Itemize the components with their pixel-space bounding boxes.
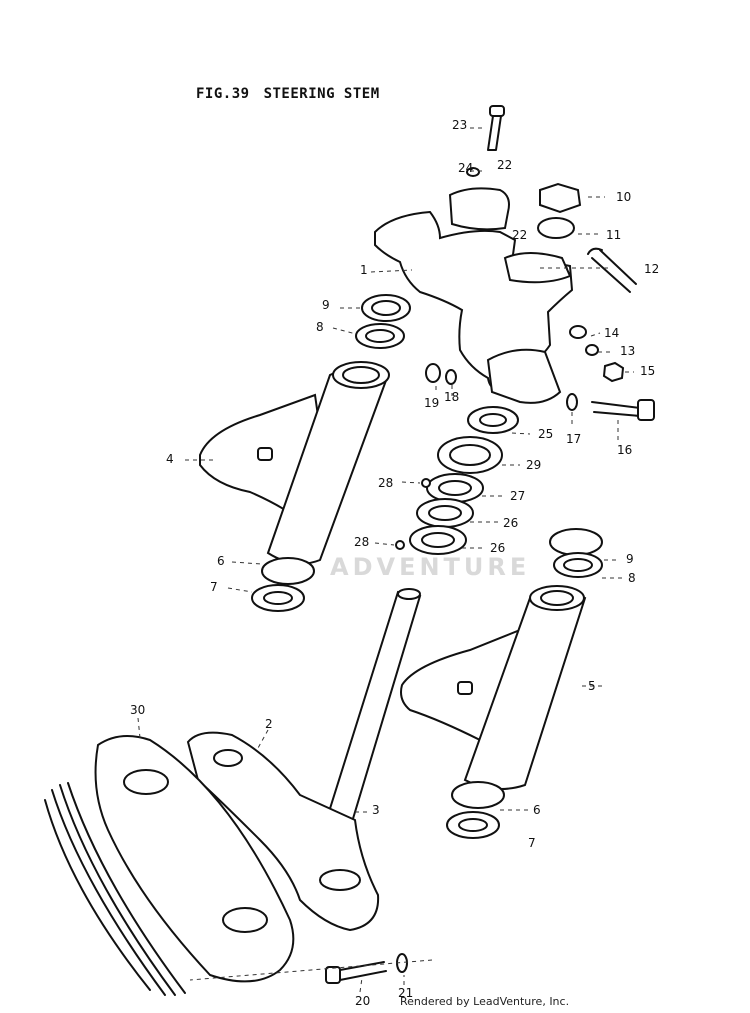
callout-7-left: 7 <box>210 580 218 594</box>
part-28-ball-lower <box>395 540 405 550</box>
part-8-bearing-right-inner <box>563 558 593 572</box>
callout-6-left: 6 <box>217 554 225 568</box>
callout-9-upper: 9 <box>322 298 330 312</box>
part-4-fork-bracket-left <box>199 361 390 565</box>
callout-16: 16 <box>617 443 633 457</box>
part-9-8-bearing-left <box>355 294 411 349</box>
callout-22-upper: 22 <box>497 158 513 172</box>
callout-22-lower: 22 <box>512 228 528 242</box>
part-17-washer <box>566 393 578 411</box>
callout-20: 20 <box>355 994 371 1008</box>
part-13-washer <box>585 344 599 356</box>
callout-12: 12 <box>644 262 660 276</box>
part-7-seal-left-inner <box>263 591 293 605</box>
part-30-plate <box>44 735 295 996</box>
part-8-bearing-right <box>553 552 603 578</box>
callout-26-lower: 26 <box>490 541 506 555</box>
part-20-bolt <box>325 961 387 984</box>
callout-19: 19 <box>424 396 440 410</box>
part-24-washer <box>466 167 480 177</box>
part-9-seal-right <box>549 528 603 556</box>
part-16-bolt <box>591 399 655 421</box>
callout-8-upper: 8 <box>316 320 324 334</box>
callout-27: 27 <box>510 489 526 503</box>
callout-8-right: 8 <box>628 571 636 585</box>
callout-24: 24 <box>458 161 474 175</box>
figure-caption: STEERING STEM <box>263 86 380 102</box>
part-2-3-steering-stem <box>186 588 422 932</box>
callout-1: 1 <box>360 263 368 277</box>
callout-6-right: 6 <box>533 803 541 817</box>
part-bracket-lower-clamp <box>486 348 562 404</box>
part-stack-nut-bearings <box>409 406 519 555</box>
part-23-bolt <box>487 105 505 151</box>
watermark: ADVENTURE <box>330 553 531 581</box>
callout-17: 17 <box>566 432 582 446</box>
part-15-nut <box>602 361 625 383</box>
callout-13: 13 <box>620 344 636 358</box>
part-7-seal-right <box>446 811 500 839</box>
callout-28-upper: 28 <box>378 476 394 490</box>
render-credit: Rendered by LeadVenture, Inc. <box>400 995 570 1008</box>
callout-3: 3 <box>372 803 380 817</box>
leader-lines <box>137 127 634 993</box>
part-14-washer <box>569 325 587 339</box>
figure-title: FIG.39 STEERING STEM <box>196 86 394 102</box>
part-6-cover-left <box>261 557 315 585</box>
callout-11: 11 <box>606 228 622 242</box>
part-19-nut <box>425 363 441 383</box>
callout-14: 14 <box>604 326 620 340</box>
callout-7-right: 7 <box>528 836 536 850</box>
callout-9-right: 9 <box>626 552 634 566</box>
callout-28-lower: 28 <box>354 535 370 549</box>
callout-25: 25 <box>538 427 554 441</box>
part-18-washer <box>445 369 457 385</box>
part-11-washer <box>537 217 575 239</box>
callout-26-upper: 26 <box>503 516 519 530</box>
callout-4: 4 <box>166 452 174 466</box>
part-12-bolt <box>587 247 637 293</box>
part-7-seal-left <box>251 584 305 612</box>
callout-2: 2 <box>265 717 273 731</box>
callout-23: 23 <box>452 118 468 132</box>
callout-5: 5 <box>588 679 596 693</box>
callout-18: 18 <box>444 390 460 404</box>
callout-15: 15 <box>640 364 656 378</box>
callout-10: 10 <box>616 190 632 204</box>
figure-number: FIG.39 <box>196 86 250 102</box>
part-22-clamp-upper <box>448 187 510 231</box>
part-22-clamp-lower <box>503 252 572 284</box>
callout-29: 29 <box>526 458 542 472</box>
callout-21: 21 <box>398 986 414 1000</box>
part-6-cover-right <box>451 781 505 809</box>
part-10-nut <box>539 182 582 214</box>
part-28-ball-upper <box>421 478 431 488</box>
callout-30: 30 <box>130 703 146 717</box>
part-5-fork-bracket-right <box>400 585 587 790</box>
part-7-seal-right-inner <box>458 818 488 832</box>
